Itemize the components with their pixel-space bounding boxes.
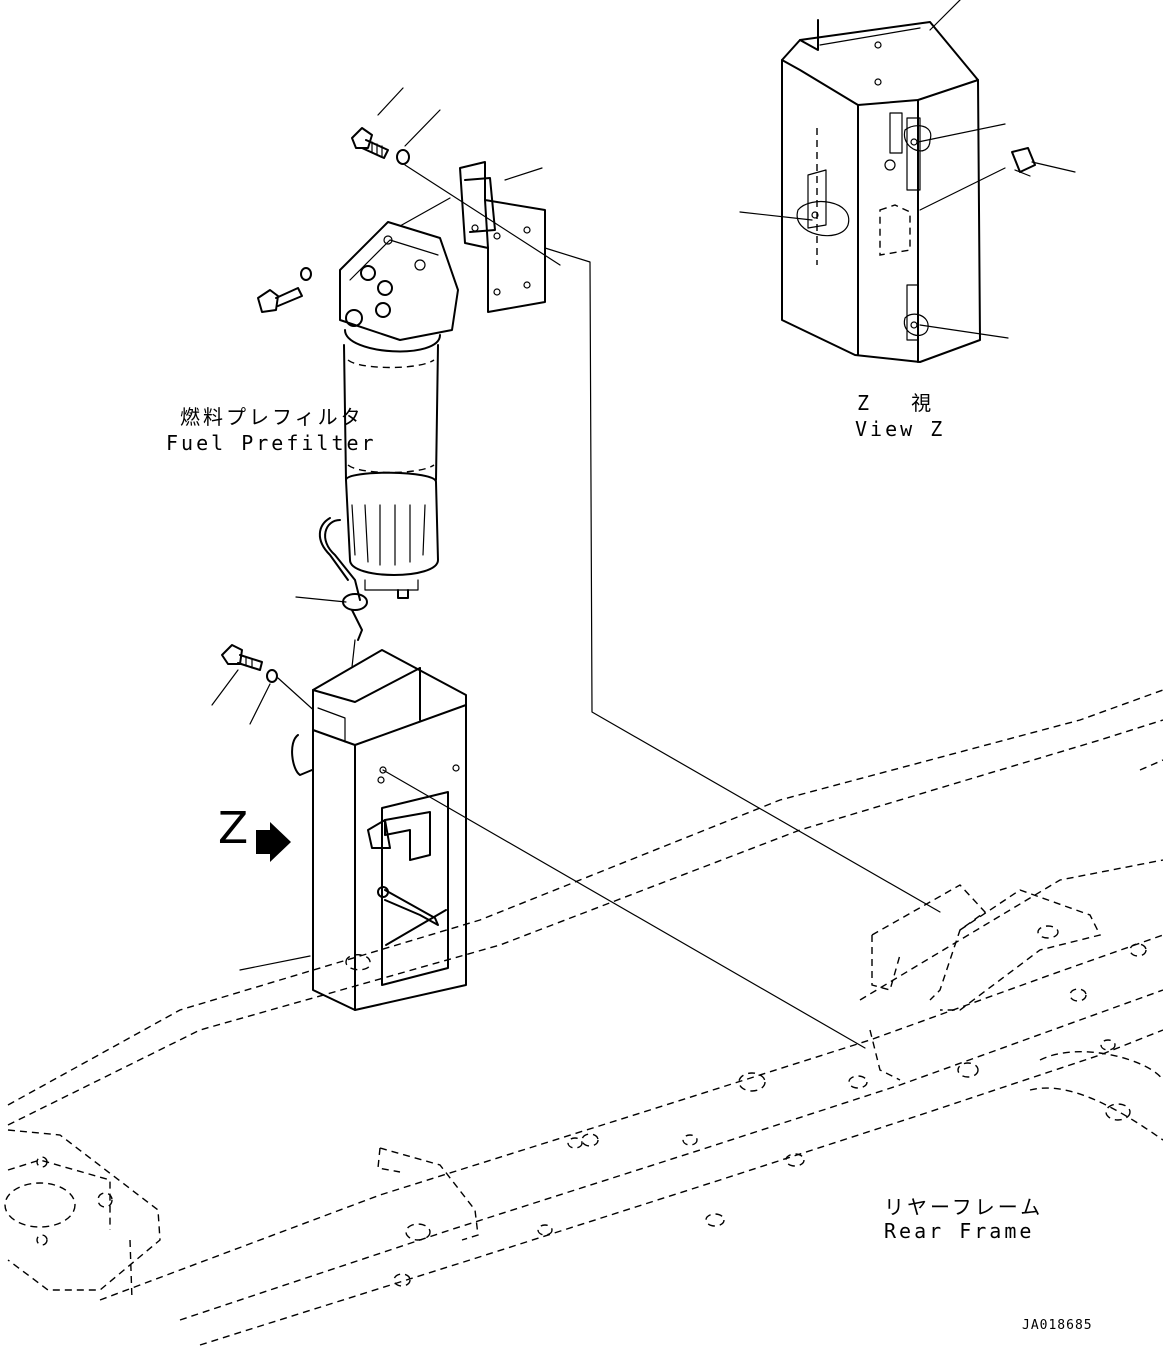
drawing-code: JA018685: [1022, 1318, 1093, 1333]
view-z-label-jp: Z 視: [857, 391, 935, 415]
rear-frame: [4, 689, 1163, 1346]
rear-frame-label-en: Rear Frame: [884, 1219, 1035, 1243]
filter-housing: [211, 644, 467, 1011]
fuel-prefilter-label-en: Fuel Prefilter: [166, 431, 377, 455]
view-z-cover: [739, 0, 1076, 363]
view-z-label-en: View Z: [855, 417, 946, 441]
fuel-prefilter-label-jp: 燃料プレフィルタ: [180, 405, 364, 429]
rear-frame-label-jp: リヤーフレーム: [884, 1195, 1044, 1219]
z-marker-label: Z: [218, 803, 249, 854]
